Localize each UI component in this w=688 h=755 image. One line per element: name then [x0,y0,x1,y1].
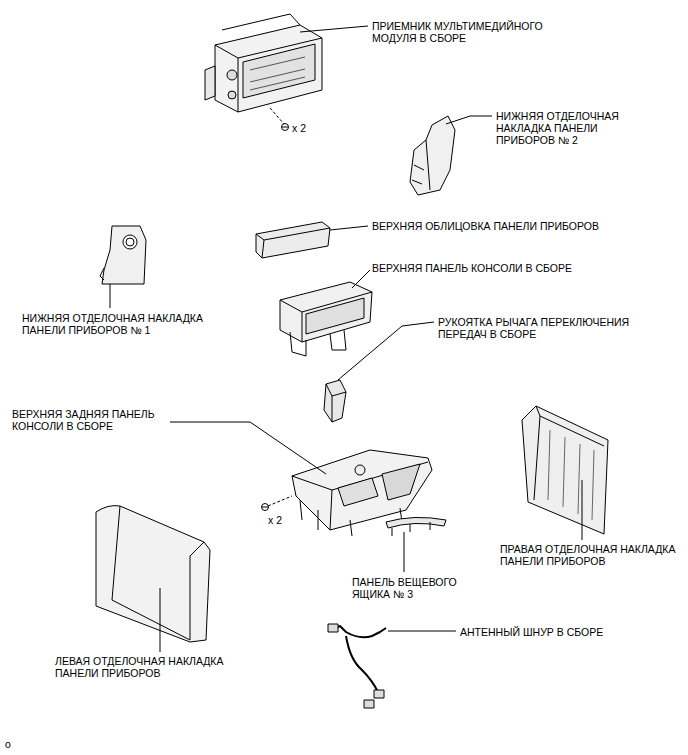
part-label: ВЕРХНЯЯ ПАНЕЛЬ КОНСОЛИ В СБОРЕ [372,262,572,274]
part-label: ПРИЕМНИК МУЛЬТИМЕДИЙНОГО МОДУЛЯ В СБОРЕ [372,20,562,44]
part-label: ЛЕВАЯ ОТДЕЛОЧНАЯ НАКЛАДКА ПАНЕЛИ ПРИБОРО… [55,655,245,679]
right-trim-drawing [522,406,608,534]
leader-line [160,588,161,652]
shift-knob-drawing [324,380,346,422]
left-trim-drawing [96,506,210,642]
strip-panel-drawing [386,517,446,536]
leader-line [446,116,492,124]
page-marker: o [5,738,11,750]
screw-axis [268,496,292,506]
finish-panel-drawing [410,116,455,195]
leader-line [110,284,111,308]
quantity-label: x 2 [268,514,282,526]
screw-axis [270,108,284,124]
leader-line [404,532,405,572]
leader-line [300,26,368,32]
console-panel-drawing [280,282,372,356]
leader-line [352,270,370,288]
part-label: АНТЕННЫЙ ШНУР В СБОРЕ [460,626,603,638]
screw-symbol [262,504,269,511]
part-label: НИЖНЯЯ ОТДЕЛОЧНАЯ НАКЛАДКА ПАНЕЛИ ПРИБОР… [496,110,636,146]
part-label: НИЖНЯЯ ОТДЕЛОЧНАЯ НАКЛАДКА ПАНЕЛИ ПРИБОР… [22,312,227,336]
leader-line [388,631,456,632]
leader-line [582,480,583,540]
part-label: ВЕРХНЯЯ ОБЛИЦОВКА ПАНЕЛИ ПРИБОРОВ [372,220,599,232]
quantity-label: x 2 [292,122,306,134]
part-label: РУКОЯТКА РЫЧАГА ПЕРЕКЛЮЧЕНИЯ ПЕРЕДАЧ В С… [438,316,653,340]
finish-panel-drawing [100,226,146,284]
part-label: ПРАВАЯ ОТДЕЛОЧНАЯ НАКЛАДКА ПАНЕЛИ ПРИБОР… [500,543,684,567]
leader-line [330,226,368,230]
receiver-drawing [205,14,322,112]
part-label: ПАНЕЛЬ ВЕЩЕВОГО ЯЩИКА № 3 [352,576,472,600]
leader-line [170,422,326,474]
part-label: ВЕРХНЯЯ ЗАДНЯЯ ПАНЕЛЬ КОНСОЛИ В СБОРЕ [12,408,172,432]
screw-symbol [282,124,289,131]
antenna-cord-drawing [328,624,386,708]
trim-strip-drawing [256,222,330,258]
leader-line [338,322,434,380]
